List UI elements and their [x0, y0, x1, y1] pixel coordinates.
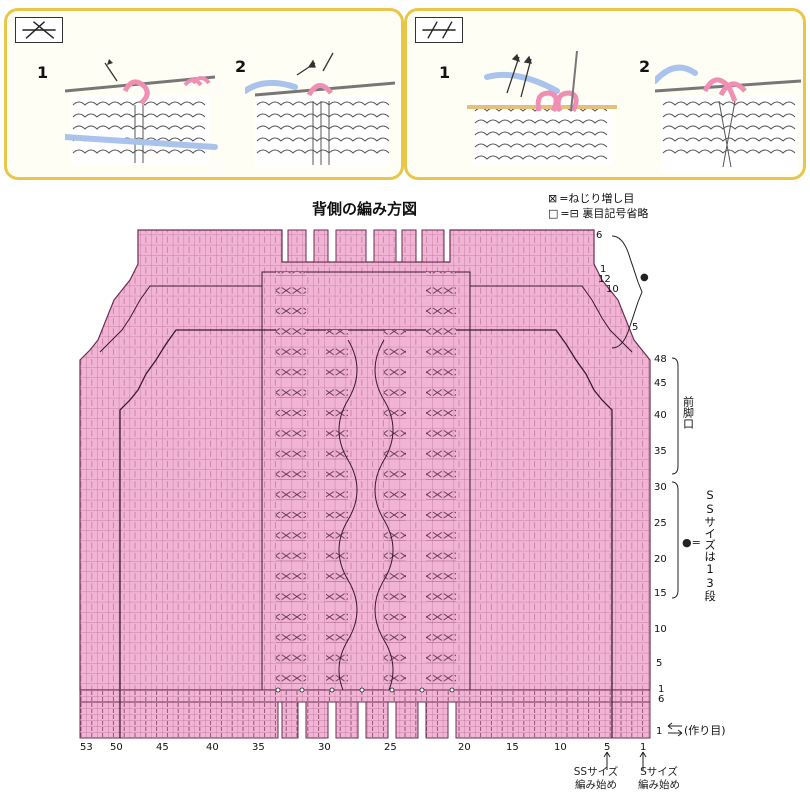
- rib-band-lower: [79, 690, 651, 739]
- col-label-10: 10: [554, 742, 567, 753]
- cross-stitch-symbol-icon: [15, 17, 63, 43]
- col-label-35: 35: [252, 742, 265, 753]
- legend-key-twist-icon: ⊠: [548, 191, 558, 205]
- row-label-5-lower: 5: [656, 658, 662, 669]
- row-label-10-upper: 10: [606, 284, 619, 295]
- row-label-30: 30: [654, 482, 667, 493]
- row-label-1-upper: 1: [600, 264, 606, 275]
- cast-on-label: (作り目): [684, 724, 726, 737]
- row-label-5-upper: 5: [632, 322, 638, 333]
- legend-twist-increase: ⊠ =ねじり増し目: [548, 190, 634, 206]
- step-number-1-right: 1: [439, 63, 451, 82]
- col-label-53: 53: [80, 742, 93, 753]
- legend-text-purl: =⊟ 裏目記号省略: [560, 207, 649, 220]
- bracket-armhole: [671, 357, 679, 475]
- cross-stitch-symbol-right-icon: [415, 17, 463, 43]
- col-label-1: 1: [640, 742, 646, 753]
- inner-armhole-line: [119, 329, 613, 690]
- row-label-35: 35: [654, 446, 667, 457]
- twist-increase-markers: [275, 687, 455, 693]
- knitting-illustration-right-1: [467, 51, 617, 165]
- row-label-25: 25: [654, 518, 667, 529]
- col-label-5: 5: [604, 742, 610, 753]
- knitting-illustration-right-2: [655, 64, 802, 171]
- cast-on-arrow-icon: [667, 722, 683, 737]
- cable-columns: [261, 272, 471, 701]
- s-start-arrow-icon: [639, 751, 647, 770]
- rib-band: [79, 689, 651, 703]
- legend-key-purl-icon: □: [548, 206, 559, 220]
- s-start-label: Sサイズ 編み始め: [638, 766, 680, 791]
- row-label-45: 45: [654, 378, 667, 389]
- legend-purl-omitted: □ =⊟ 裏目記号省略: [548, 205, 648, 221]
- row-label-12: 12: [598, 274, 611, 285]
- technique-panel-right: 1 2: [404, 8, 806, 180]
- col-label-45: 45: [156, 742, 169, 753]
- row-label-6-rib: 6: [658, 694, 664, 705]
- bracket-dot: [611, 235, 643, 349]
- step-number-2: 2: [235, 57, 247, 76]
- ss-size-note: SSサイズは13段: [703, 488, 718, 602]
- row-label-40: 40: [654, 410, 667, 421]
- step-number-1: 1: [37, 63, 49, 82]
- row-label-15: 15: [654, 588, 667, 599]
- row-label-20: 20: [654, 554, 667, 565]
- row-label-1-lower: 1: [658, 684, 664, 695]
- row-label-10-lower: 10: [654, 624, 667, 635]
- top-tabs: [287, 229, 445, 263]
- knitting-illustration-left-1: [65, 59, 218, 165]
- row-label-48: 48: [654, 354, 667, 365]
- row-label-6-top: 6: [596, 230, 602, 241]
- dot-marker: ●: [640, 272, 649, 283]
- shoulder-line: [99, 271, 633, 353]
- col-label-15: 15: [506, 742, 519, 753]
- ss-note-prefix: ●=: [682, 536, 701, 549]
- col-label-25: 25: [384, 742, 397, 753]
- step-number-2-right: 2: [639, 57, 651, 76]
- col-label-30: 30: [318, 742, 331, 753]
- bracket-ss: [671, 481, 679, 599]
- technique-panel-left: 1 2: [4, 8, 404, 180]
- ss-start-label: SSサイズ 編み始め: [573, 766, 619, 791]
- col-label-50: 50: [110, 742, 123, 753]
- ss-start-arrow-icon: [603, 751, 611, 770]
- row-label-1-cast: 1: [656, 726, 662, 737]
- knitting-illustration-left-2: [245, 52, 396, 167]
- chart-body: [79, 229, 651, 691]
- legend-text-twist: =ねじり増し目: [559, 192, 635, 205]
- chart-title: 背側の編み方図: [312, 200, 418, 218]
- col-label-20: 20: [458, 742, 471, 753]
- col-label-40: 40: [206, 742, 219, 753]
- armhole-label: 前脚口: [681, 396, 695, 429]
